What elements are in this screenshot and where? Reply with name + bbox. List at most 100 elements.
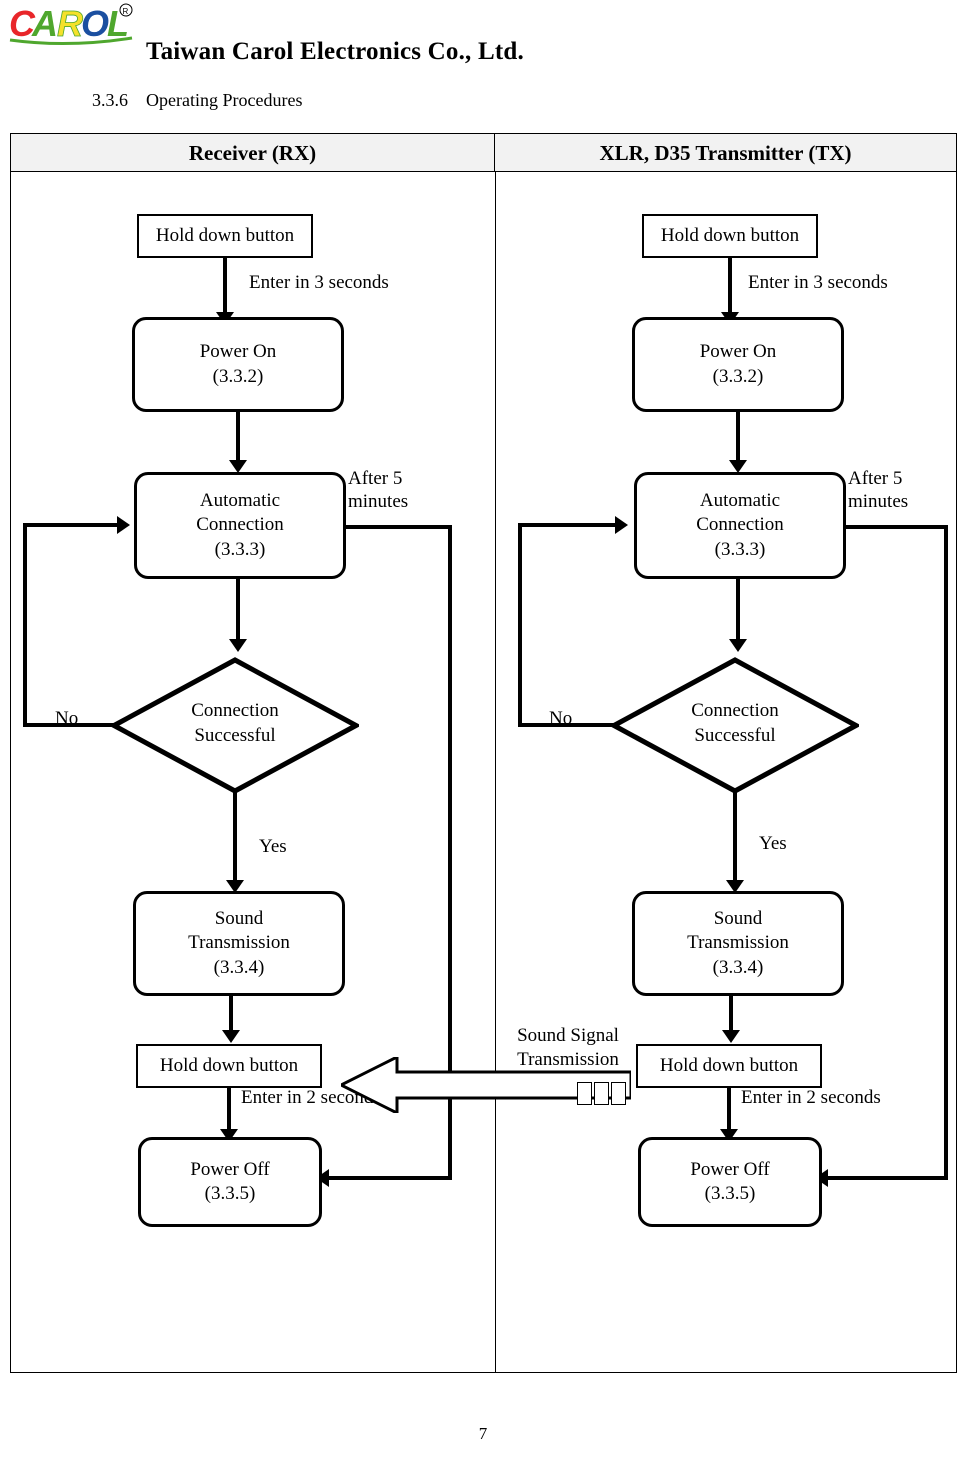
- tx-edge-no-to-autoconn: [518, 523, 617, 527]
- tx-edge-no-vertical: [518, 523, 522, 727]
- tx-decision-l2: Successful: [694, 725, 776, 746]
- tx-auto-conn-l2: Connection: [696, 514, 784, 536]
- tx-sound-l1: Sound: [713, 908, 763, 930]
- tx-edge-yes-vertical: [733, 792, 737, 889]
- rx-node-power-on: Power On (3.3.2): [132, 317, 344, 412]
- tx-edge-poweron-to-autoconn: [736, 412, 740, 468]
- rx-hold-down-bottom-label: Hold down button: [159, 1054, 299, 1076]
- svg-text:R: R: [123, 7, 129, 16]
- tx-power-on-label: Power On: [699, 341, 777, 363]
- tx-edge-no-horizontal: [518, 723, 616, 727]
- rx-sound-l1: Sound: [214, 908, 264, 930]
- tx-node-power-on: Power On (3.3.2): [632, 317, 844, 412]
- rx-edge-no-horizontal: [23, 723, 118, 727]
- tx-node-hold-down-top: Hold down button: [642, 214, 818, 258]
- rx-edge-after5-to-poweroff: [329, 1176, 451, 1180]
- svg-text:A: A: [31, 3, 58, 44]
- rx-edge-poweron-to-autoconn: [236, 412, 240, 468]
- rx-edge-no-vertical: [23, 523, 27, 727]
- rx-node-connection-successful: Connection Successful: [111, 657, 359, 794]
- tx-arrowhead-yes: [726, 880, 744, 893]
- rx-hold-down-top-label: Hold down button: [155, 224, 295, 246]
- tx-label-enter-2-seconds: Enter in 2 seconds: [741, 1087, 881, 1108]
- tx-auto-conn-l1: Automatic: [699, 490, 781, 512]
- rx-edge-hold-to-poweroff: [227, 1088, 231, 1140]
- table-header-row: Receiver (RX) XLR, D35 Transmitter (TX): [11, 134, 956, 172]
- tx-node-power-off: Power Off (3.3.5): [638, 1137, 822, 1227]
- rx-edge-autoconn-to-decision: [236, 579, 240, 649]
- rx-edge-after5-horizontal: [344, 525, 452, 529]
- rx-arrowhead-no-to-autoconn: [117, 516, 130, 534]
- rx-sound-l2: Transmission: [188, 932, 290, 954]
- flowchart-rx: Hold down button Enter in 3 seconds Powe…: [11, 172, 495, 1372]
- tx-decision-diamond-shape: [611, 657, 859, 794]
- rx-decision-l2: Successful: [194, 725, 276, 746]
- tx-node-connection-successful: Connection Successful: [611, 657, 859, 794]
- tx-hold-down-top-label: Hold down button: [660, 224, 800, 246]
- rx-edge-hold-to-poweron: [223, 258, 227, 324]
- company-title: Taiwan Carol Electronics Co., Ltd.: [146, 38, 524, 65]
- missing-glyph-box: [611, 1082, 626, 1105]
- rx-arrowhead-sound-to-hold: [222, 1030, 240, 1043]
- rx-edge-yes-vertical: [233, 792, 237, 889]
- tx-edge-after5-to-poweroff: [828, 1176, 948, 1180]
- rx-power-off-l2: (3.3.5): [204, 1183, 256, 1204]
- rx-sound-l3: (3.3.4): [213, 956, 265, 978]
- rx-node-automatic-connection: Automatic Connection (3.3.3): [134, 472, 346, 579]
- tx-label-enter-3-seconds: Enter in 3 seconds: [748, 272, 888, 293]
- tx-label-yes: Yes: [759, 833, 787, 854]
- tx-edge-after5-horizontal: [844, 525, 948, 529]
- tx-edge-sound-to-hold: [729, 996, 733, 1040]
- svg-text:L: L: [107, 3, 129, 44]
- tx-node-hold-down-bottom: Hold down button: [636, 1044, 822, 1088]
- rx-auto-conn-l2: Connection: [196, 514, 284, 536]
- page-header: C A R O L R Taiwan Carol Electronics Co.…: [0, 0, 966, 80]
- section-title: Operating Procedures: [146, 90, 303, 110]
- table-body-row: Hold down button Enter in 3 seconds Powe…: [11, 172, 956, 1372]
- tx-power-off-l2: (3.3.5): [704, 1183, 756, 1204]
- tx-arrowhead-no-to-autoconn: [615, 516, 628, 534]
- rx-edge-sound-to-hold: [229, 996, 233, 1040]
- sound-signal-label: Sound Signal Transmission: [498, 1024, 638, 1072]
- tx-hold-down-bottom-label: Hold down button: [659, 1054, 799, 1076]
- tx-sound-l2: Transmission: [687, 932, 789, 954]
- rx-power-off-l1: Power Off: [190, 1158, 270, 1180]
- tx-arrowhead-poweron-to-autoconn: [729, 460, 747, 473]
- svg-text:C: C: [9, 3, 36, 44]
- tx-decision-l1: Connection: [691, 700, 779, 721]
- rx-auto-conn-l1: Automatic: [199, 490, 281, 512]
- rx-edge-no-to-autoconn: [23, 523, 119, 527]
- tx-edge-autoconn-to-decision: [736, 579, 740, 649]
- rx-label-yes: Yes: [259, 836, 287, 857]
- rx-power-on-label: Power On: [199, 341, 277, 363]
- flowchart-tx: Hold down button Enter in 3 seconds Powe…: [496, 172, 956, 1372]
- tx-power-on-ref: (3.3.2): [712, 365, 764, 387]
- tx-edge-hold-to-poweron: [728, 258, 732, 324]
- column-header-tx: XLR, D35 Transmitter (TX): [599, 141, 852, 165]
- page-number: 7: [478, 1424, 488, 1443]
- procedure-table: Receiver (RX) XLR, D35 Transmitter (TX) …: [10, 133, 957, 1373]
- rx-node-sound-transmission: Sound Transmission (3.3.4): [133, 891, 345, 996]
- carol-logo: C A R O L R: [8, 2, 136, 48]
- svg-text:O: O: [81, 3, 109, 44]
- rx-arrowhead-autoconn-to-decision: [229, 639, 247, 652]
- tx-sound-l3: (3.3.4): [712, 956, 764, 978]
- rx-label-no: No: [55, 708, 79, 729]
- sound-signal-label-line2: Transmission: [517, 1048, 619, 1070]
- tx-edge-hold-to-poweroff: [727, 1088, 731, 1140]
- column-header-rx: Receiver (RX): [11, 134, 495, 172]
- tx-edge-after5-vertical: [944, 525, 948, 1180]
- rx-node-hold-down-top: Hold down button: [137, 214, 313, 258]
- rx-auto-conn-l3: (3.3.3): [214, 538, 266, 560]
- rx-edge-after5-vertical: [448, 525, 452, 1180]
- tx-label-after-5-minutes: After 5 minutes: [848, 468, 909, 512]
- svg-text:R: R: [57, 3, 83, 44]
- missing-glyph-box: [594, 1082, 609, 1105]
- tx-node-automatic-connection: Automatic Connection (3.3.3): [634, 472, 846, 579]
- tx-auto-conn-l3: (3.3.3): [714, 538, 766, 560]
- rx-decision-l1: Connection: [191, 700, 279, 721]
- rx-node-hold-down-bottom: Hold down button: [136, 1044, 322, 1088]
- rx-decision-diamond-shape: [111, 657, 359, 794]
- tx-arrowhead-sound-to-hold: [722, 1030, 740, 1043]
